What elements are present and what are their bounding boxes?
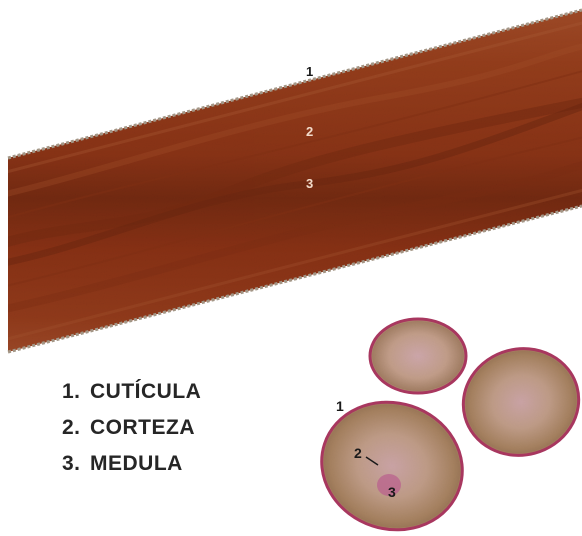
shaft-label-medulla: 3 — [306, 176, 313, 191]
legend-item-cuticle: 1.CUTÍCULA — [62, 374, 201, 410]
hair-cross-sections: 1 2 3 — [305, 319, 582, 536]
legend-item-cortex: 2.CORTEZA — [62, 410, 201, 446]
shaft-label-cortex: 2 — [306, 124, 313, 139]
section-label-cuticle: 1 — [336, 398, 344, 414]
hair-shaft: 1 2 3 — [0, 0, 582, 361]
shaft-label-cuticle: 1 — [306, 64, 313, 79]
legend-number: 1. — [62, 374, 90, 410]
legend-term: CORTEZA — [90, 416, 195, 439]
hair-shaft-texture — [0, 0, 582, 361]
legend: 1.CUTÍCULA 2.CORTEZA 3.MEDULA — [62, 374, 201, 482]
legend-number: 2. — [62, 410, 90, 446]
section-label-medulla: 3 — [388, 484, 396, 500]
legend-term: CUTÍCULA — [90, 380, 201, 403]
section-label-cortex: 2 — [354, 445, 362, 461]
legend-term: MEDULA — [90, 452, 183, 475]
legend-item-medulla: 3.MEDULA — [62, 446, 201, 482]
legend-number: 3. — [62, 446, 90, 482]
